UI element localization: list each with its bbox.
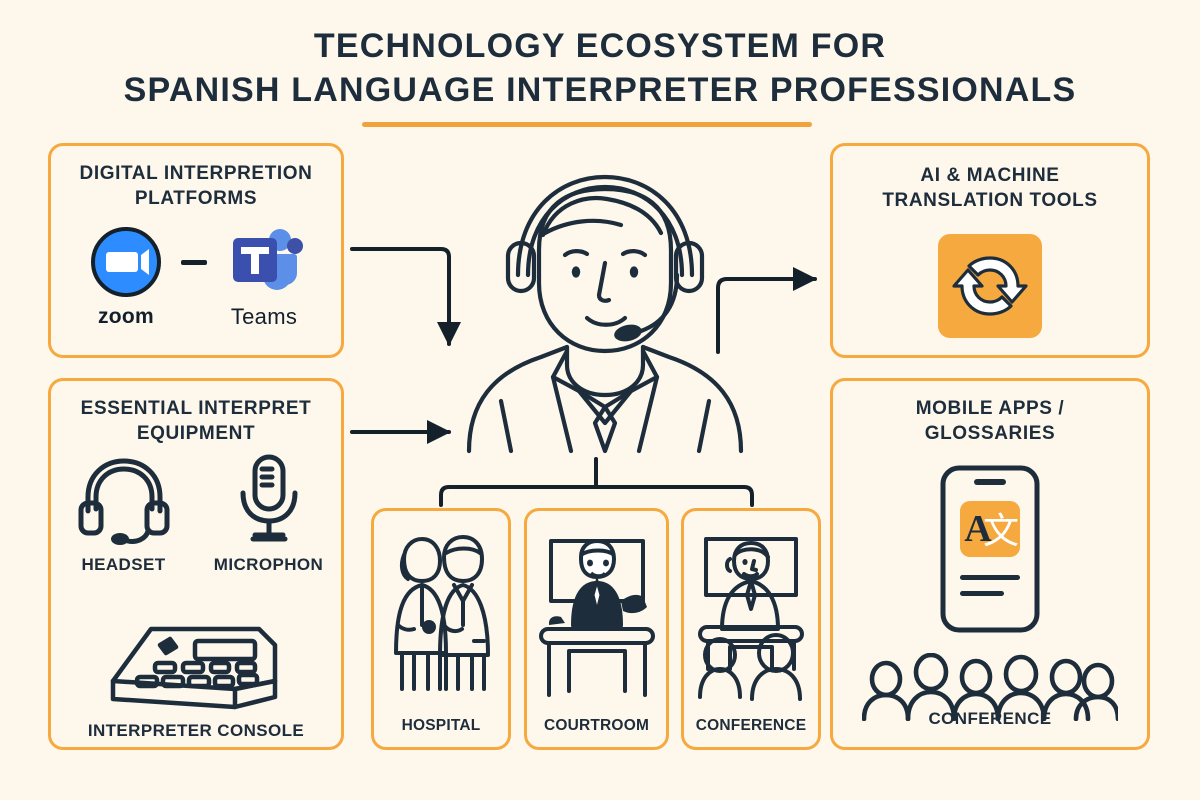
connector-center-to-venues xyxy=(439,457,754,507)
phone-wrap: A 文 xyxy=(833,463,1147,635)
conference-art xyxy=(684,525,818,705)
crowd-people-icon xyxy=(862,653,1118,721)
sync-refresh-icon xyxy=(952,256,1028,316)
card-venue-conference[interactable]: CONFERENCE xyxy=(681,508,821,750)
courtroom-art xyxy=(527,525,666,705)
zoom-logo-block[interactable]: zoom xyxy=(89,225,163,329)
card-digital-platforms[interactable]: DIGITAL INTERPRETION PLATFORMS zoom xyxy=(48,143,344,358)
card-essential-equipment[interactable]: ESSENTIAL INTERPRET EQUIPMENT HEADSET xyxy=(48,378,344,750)
courtroom-judge-icon xyxy=(538,538,655,697)
equipment-label-console: INTERPRETER CONSOLE xyxy=(87,721,305,740)
smartphone-translate-icon: A 文 xyxy=(940,465,1040,633)
card-ai-translation[interactable]: AI & MACHINE TRANSLATION TOOLS xyxy=(830,143,1150,358)
title-line-2: SPANISH LANGUAGE INTERPRETER PROFESSIONA… xyxy=(123,71,1077,110)
microsoft-teams-logo-icon xyxy=(233,229,303,290)
venue-label-hospital: HOSPITAL xyxy=(401,717,481,734)
equipment-label-headset: HEADSET xyxy=(81,555,166,574)
hospital-scene-icon xyxy=(394,535,490,691)
page-title: TECHNOLOGY ECOSYSTEM FOR SPANISH LANGUAG… xyxy=(0,24,1200,112)
venue-label-courtroom: COURTROOM xyxy=(543,717,650,734)
translate-latin-glyph: A xyxy=(964,508,992,550)
card-equipment-title: ESSENTIAL INTERPRET EQUIPMENT xyxy=(80,398,312,444)
zoom-logo-label: zoom xyxy=(97,305,155,328)
card-ai-title: AI & MACHINE TRANSLATION TOOLS xyxy=(882,165,1098,211)
microphone-icon xyxy=(240,454,297,542)
ai-icon-wrap xyxy=(833,234,1147,338)
card-mobile-caption: CONFERENCE xyxy=(928,709,1052,728)
translate-cjk-glyph: 文 xyxy=(983,511,1019,552)
platform-logo-row: zoom Teams xyxy=(51,224,341,330)
ai-icon-tile xyxy=(938,234,1042,338)
headset-icon xyxy=(78,458,169,545)
zoom-logo-icon xyxy=(91,227,161,297)
crowd-wrap xyxy=(833,653,1147,721)
card-venue-courtroom[interactable]: COURTROOM xyxy=(524,508,669,750)
title-line-1: TECHNOLOGY ECOSYSTEM FOR xyxy=(313,27,887,65)
equipment-item-headset[interactable]: HEADSET xyxy=(56,453,191,575)
conference-speaker-icon xyxy=(698,537,804,701)
equipment-item-console[interactable]: INTERPRETER CONSOLE xyxy=(51,619,341,741)
equipment-top-row: HEADSET MICROPHON xyxy=(51,453,341,575)
logo-separator-dash xyxy=(181,259,207,265)
card-mobile-apps[interactable]: MOBILE APPS / GLOSSARIES A 文 xyxy=(830,378,1150,750)
card-mobile-title: MOBILE APPS / GLOSSARIES xyxy=(915,398,1065,444)
card-venue-hospital[interactable]: HOSPITAL xyxy=(371,508,511,750)
connector-platforms-to-center xyxy=(350,247,461,346)
teams-logo-label: Teams xyxy=(230,304,298,329)
title-underline xyxy=(362,122,812,127)
interpreter-console-icon xyxy=(110,626,278,710)
hospital-art xyxy=(374,525,508,705)
card-platforms-title: DIGITAL INTERPRETION PLATFORMS xyxy=(79,163,313,209)
equipment-label-microphone: MICROPHON xyxy=(213,555,324,574)
interpreter-with-headset-icon xyxy=(466,174,744,454)
teams-logo-block[interactable]: Teams xyxy=(225,224,303,330)
venue-label-conference: CONFERENCE xyxy=(695,717,807,734)
equipment-item-microphone[interactable]: MICROPHON xyxy=(201,453,336,575)
